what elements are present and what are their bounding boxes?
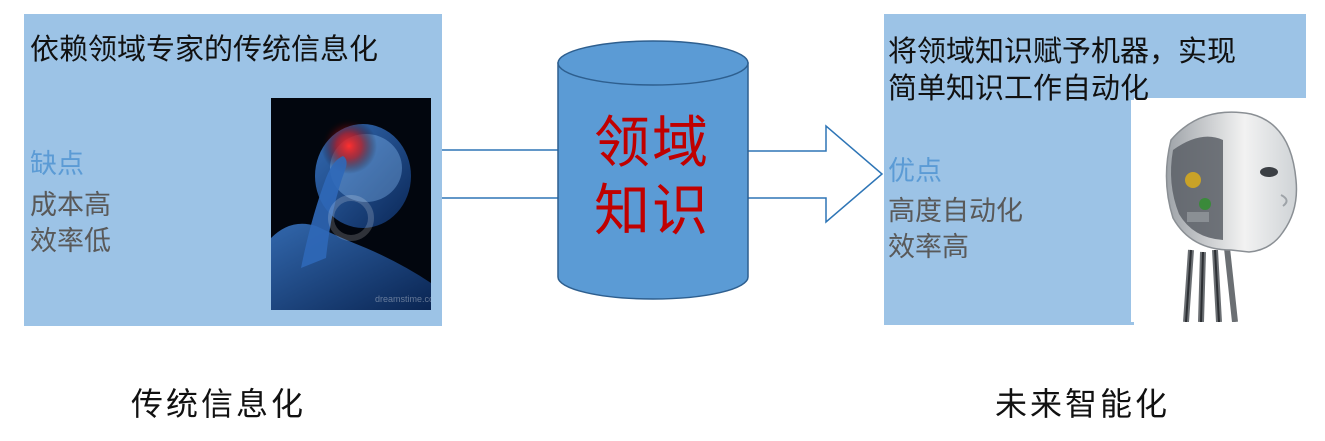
right-advantage-label: 优点: [888, 156, 942, 187]
left-panel-title: 依赖领域专家的传统信息化: [30, 32, 379, 66]
robot-photo: [1131, 100, 1306, 322]
left-point-efficiency: 效率低: [30, 226, 111, 257]
robot-head-icon: [1131, 100, 1306, 322]
caption-intelligent: 未来智能化: [995, 385, 1171, 423]
right-panel-body: [884, 98, 1134, 325]
head-pain-icon: dreamstime.com: [271, 98, 431, 310]
cylinder-label-line1: 领域: [594, 111, 710, 176]
photo-watermark: dreamstime.com: [375, 294, 431, 304]
left-disadvantage-label: 缺点: [30, 149, 84, 180]
cylinder-label-line2: 知识: [594, 179, 710, 244]
right-arrow-icon: [747, 124, 884, 224]
left-point-cost: 成本高: [30, 190, 111, 221]
right-panel-title-line1: 将领域知识赋予机器，实现: [888, 34, 1237, 68]
right-panel-title-line2: 简单知识工作自动化: [888, 71, 1150, 105]
right-point-efficiency: 效率高: [888, 232, 969, 263]
caption-traditional: 传统信息化: [131, 385, 307, 423]
right-point-automation: 高度自动化: [888, 196, 1023, 227]
right-panel-top: [884, 14, 1306, 98]
brain-pain-photo: dreamstime.com: [271, 98, 431, 310]
